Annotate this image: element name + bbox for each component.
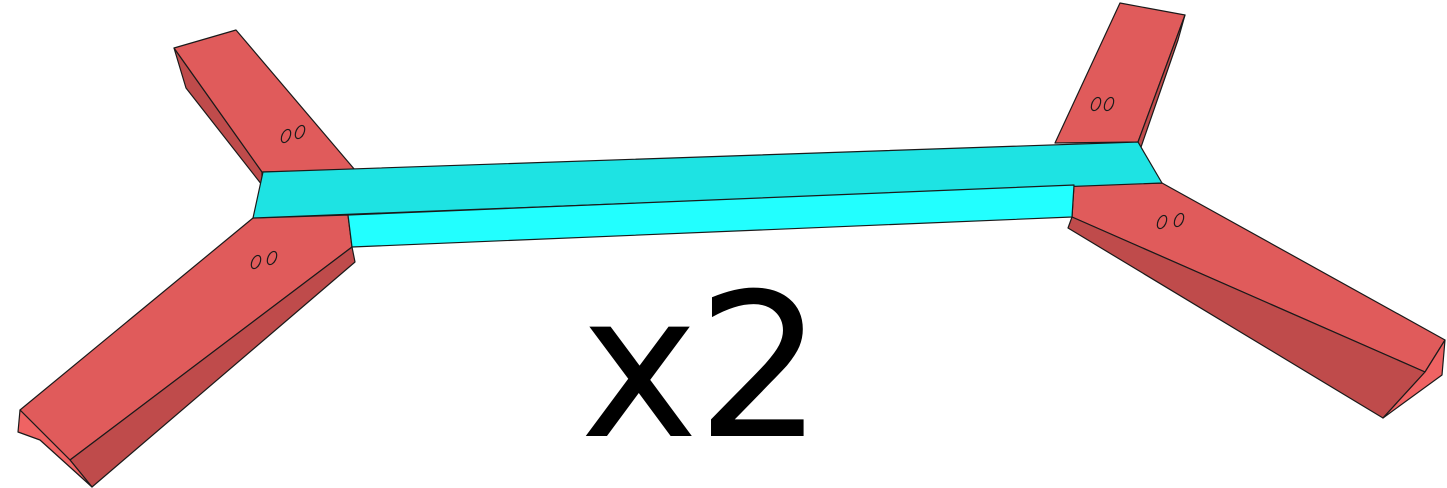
leg-upper-left-hole-1 bbox=[280, 128, 292, 144]
leg-upper-left bbox=[173, 29, 356, 186]
leg-lower-right-hole-2 bbox=[1173, 212, 1185, 228]
leg-upper-right bbox=[1054, 2, 1186, 151]
leg-lower-left bbox=[17, 214, 356, 488]
leg-lower-left-end-face bbox=[17, 409, 93, 488]
leg-lower-left-top-face bbox=[19, 214, 353, 461]
crossbar-front-face bbox=[347, 184, 1075, 248]
leg-lower-left-hole-2 bbox=[266, 250, 278, 266]
crossbar bbox=[252, 141, 1163, 248]
crossbar-top-face bbox=[252, 141, 1163, 219]
leg-lower-right-hole-1 bbox=[1156, 214, 1168, 230]
quantity-label: x2 bbox=[580, 251, 824, 484]
leg-upper-right-hole-1 bbox=[1090, 96, 1102, 112]
leg-upper-right-hole-2 bbox=[1103, 96, 1115, 112]
leg-lower-right-top-face bbox=[1071, 182, 1446, 373]
leg-lower-right bbox=[1067, 182, 1446, 419]
leg-upper-left-hole-2 bbox=[294, 124, 306, 140]
leg-lower-left-hole-1 bbox=[250, 254, 262, 270]
leg-lower-right-end-face bbox=[1382, 339, 1446, 419]
